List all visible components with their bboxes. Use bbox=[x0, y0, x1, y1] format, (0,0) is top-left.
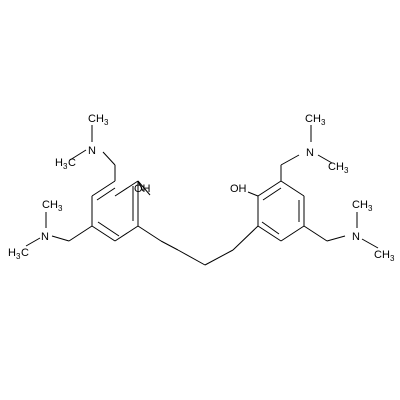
bond bbox=[177, 249, 206, 266]
methyl-subscript: 3 bbox=[16, 252, 21, 261]
bond bbox=[114, 225, 139, 242]
bond bbox=[280, 225, 305, 242]
bond bbox=[303, 225, 328, 242]
methyl-label: CH bbox=[328, 161, 344, 173]
bond bbox=[232, 225, 259, 251]
methyl-label: CH bbox=[305, 113, 321, 125]
bonds bbox=[25, 125, 379, 266]
bond bbox=[137, 180, 151, 196]
nitrogen-label-1: N bbox=[88, 145, 96, 157]
bond bbox=[102, 151, 116, 166]
bond-double bbox=[97, 221, 120, 237]
bond bbox=[280, 180, 305, 197]
nitrogen-label-4: N bbox=[352, 231, 360, 243]
methyl-h-label: H bbox=[55, 157, 63, 169]
bond bbox=[25, 237, 41, 247]
bond bbox=[280, 154, 300, 166]
nitrogen-label-2: N bbox=[41, 231, 49, 243]
bond bbox=[68, 225, 93, 242]
bond bbox=[114, 180, 139, 197]
bond bbox=[317, 154, 333, 164]
bond bbox=[137, 225, 162, 242]
methyl-subscript: 3 bbox=[390, 254, 395, 263]
methyl-label: CH bbox=[88, 113, 104, 125]
bond bbox=[247, 191, 259, 197]
methyl-subscript: 3 bbox=[368, 204, 373, 213]
methyl-label: CH bbox=[374, 249, 390, 261]
bond-double bbox=[261, 221, 280, 235]
bond-double bbox=[96, 187, 116, 201]
hydroxyl-label-left: OH bbox=[134, 183, 151, 195]
bond bbox=[160, 240, 179, 251]
bond bbox=[204, 249, 234, 266]
methyl-subscript: 3 bbox=[104, 118, 109, 127]
bond bbox=[361, 238, 379, 249]
methyl-h-label: H bbox=[8, 247, 16, 259]
bond bbox=[91, 225, 116, 242]
methyl-c-label: C bbox=[21, 247, 29, 259]
nitrogen-label-3: N bbox=[306, 147, 314, 159]
methyl-subscript: 3 bbox=[58, 204, 63, 213]
hydroxyl-label-right: OH bbox=[230, 183, 247, 195]
methyl-c-label: C bbox=[68, 157, 76, 169]
bond bbox=[326, 235, 346, 242]
methyl-subscript: 3 bbox=[321, 118, 326, 127]
bond-double bbox=[262, 187, 282, 201]
bond bbox=[51, 235, 70, 242]
bond bbox=[257, 180, 282, 197]
bond bbox=[91, 180, 116, 197]
methyl-label: CH bbox=[352, 199, 368, 211]
bond bbox=[69, 149, 87, 161]
bond bbox=[257, 225, 282, 242]
methyl-subscript: 3 bbox=[344, 166, 349, 175]
methyl-subscript: 3 bbox=[63, 162, 68, 171]
methyl-label: CH bbox=[42, 199, 58, 211]
atom-labels: OH OH N CH 3 H 3 C N CH 3 H 3 C N CH 3 C… bbox=[8, 113, 395, 263]
